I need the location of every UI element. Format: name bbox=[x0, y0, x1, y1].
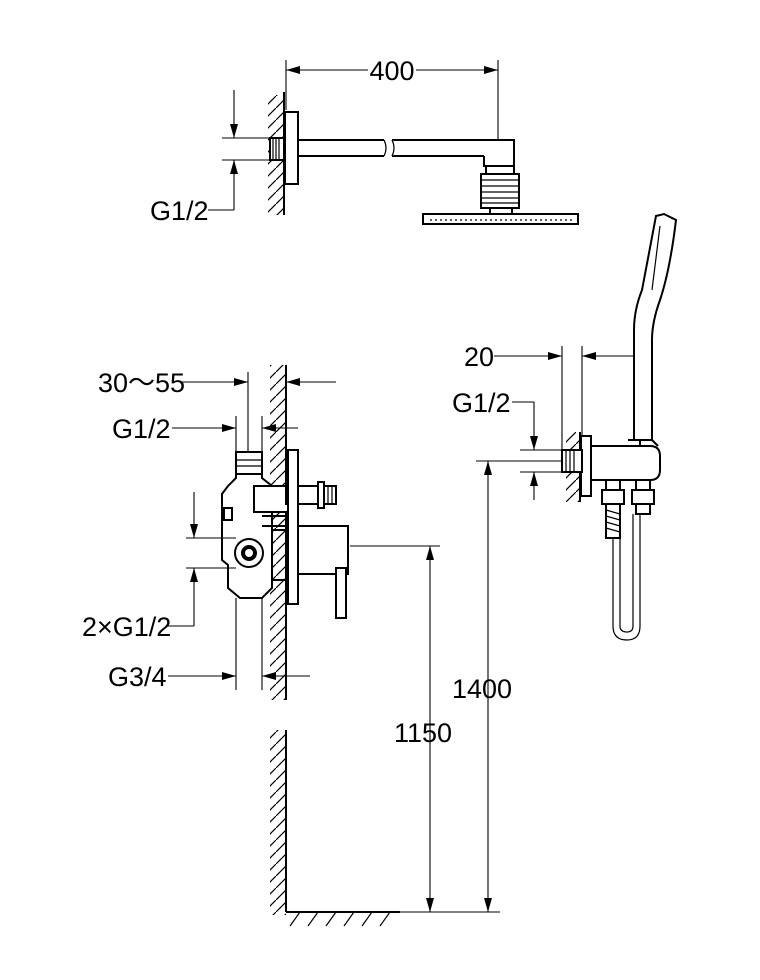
label-valve-height: 1150 bbox=[394, 718, 452, 748]
hand-shower-assembly bbox=[561, 212, 678, 641]
dim-handheld-offset: 20 bbox=[464, 342, 634, 450]
shower-hose bbox=[605, 503, 651, 641]
label-arm-length: 400 bbox=[369, 56, 414, 86]
mixer-handle-body bbox=[297, 525, 349, 575]
mixer-valve-assembly bbox=[221, 365, 349, 700]
dim-valve-bottom: G3/4 bbox=[108, 598, 310, 692]
valve-top-inlet bbox=[235, 451, 263, 475]
dim-valve-top-inlet: G1/2 bbox=[112, 414, 298, 452]
dim-handheld-inlet: G1/2 bbox=[452, 388, 562, 500]
arm-nut bbox=[485, 165, 515, 175]
label-head-inlet: G1/2 bbox=[150, 196, 209, 226]
dim-arm-length: 400 bbox=[285, 56, 499, 140]
dim-valve-height: 1150 bbox=[350, 545, 452, 912]
dim-outlet-height: 1400 bbox=[452, 460, 562, 912]
outlet-inlet-thread bbox=[561, 449, 583, 473]
shower-head-plate bbox=[422, 213, 579, 225]
wall-hatch-lower bbox=[270, 730, 286, 915]
dim-valve-side-inlets: 2×G1/2 bbox=[82, 492, 236, 642]
arm-inlet-thread bbox=[269, 137, 285, 161]
arm-elbow bbox=[483, 139, 515, 167]
dim-head-inlet: G1/2 bbox=[150, 90, 270, 226]
valve-side-block bbox=[253, 485, 289, 513]
label-handheld-offset: 20 bbox=[464, 342, 494, 372]
hand-shower bbox=[633, 212, 678, 441]
label-handheld-inlet: G1/2 bbox=[452, 388, 511, 418]
mixer-lever bbox=[335, 567, 347, 619]
dim-wall-depth: 30～55 bbox=[98, 368, 336, 452]
label-valve-top-inlet: G1/2 bbox=[112, 414, 171, 444]
wall-hatch-middle bbox=[270, 365, 286, 700]
outlet-connector-right bbox=[631, 489, 655, 505]
label-wall-depth: 30～55 bbox=[98, 368, 185, 398]
wall-and-floor bbox=[270, 730, 500, 927]
outlet-connector-left bbox=[601, 489, 625, 505]
arm-wall-flange bbox=[284, 111, 299, 185]
outlet-body bbox=[590, 445, 661, 481]
label-outlet-height: 1400 bbox=[452, 674, 512, 704]
label-valve-side-inlets: 2×G1/2 bbox=[82, 612, 171, 642]
arm-tube-left bbox=[298, 139, 384, 157]
label-valve-bottom: G3/4 bbox=[108, 662, 167, 692]
valve-cover-plate bbox=[287, 449, 299, 605]
arm-tube-right bbox=[392, 139, 498, 157]
floor-hatch bbox=[289, 911, 391, 927]
shower-arm-assembly bbox=[268, 92, 579, 225]
